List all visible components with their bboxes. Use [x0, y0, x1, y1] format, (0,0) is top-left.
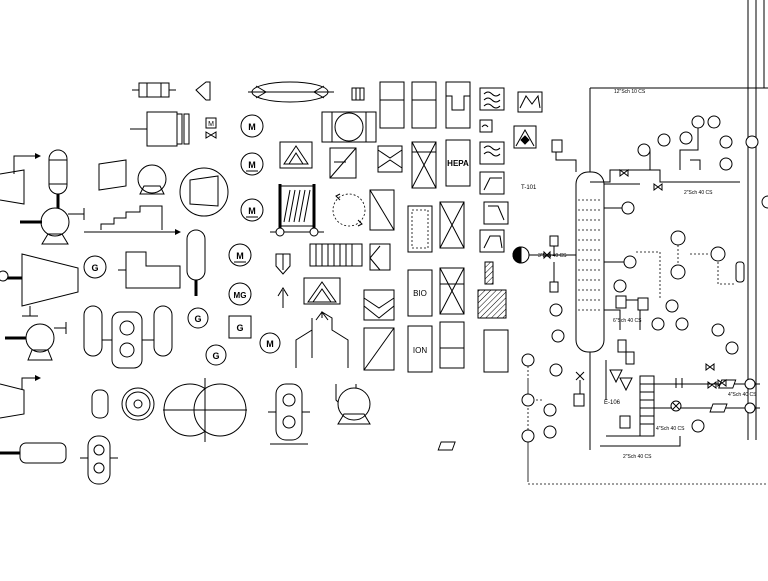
line-label-right: 4"Sch 40 CS	[728, 392, 757, 398]
split-column-icon	[295, 311, 349, 368]
motor-letter: M	[248, 160, 256, 170]
agitator-line-icon	[248, 81, 334, 103]
horizontal-drum-icon	[0, 442, 67, 464]
line-label-feed: 3"Sch 40 CS	[538, 253, 567, 259]
filter-ion-label: ION	[413, 346, 427, 355]
filter-hepa-label: HEPA	[447, 159, 469, 168]
column-tag-label: T-101	[521, 185, 537, 191]
filter-column-1	[363, 81, 405, 371]
stepped-conveyor-icon	[84, 205, 181, 235]
twin-roller-icon	[163, 378, 247, 442]
motor-double-underline-icon: M	[240, 198, 264, 222]
pid-drawing: 12"Sch 10 CS T-101 2"Sch 40 CS	[437, 0, 768, 485]
compressor-turbine-icon	[179, 167, 229, 217]
filter-column-3: HEPA	[439, 81, 471, 369]
column-small-icon	[80, 435, 118, 485]
line-label-side: 6"Sch 40 CS	[613, 318, 642, 324]
pointed-vessel-icon	[335, 384, 371, 425]
cross-diagonal-icon	[329, 147, 357, 179]
filter-column-4	[477, 87, 509, 373]
generator-letter: G	[236, 323, 243, 333]
motor-icon: M	[240, 114, 264, 138]
horizontal-pump-icon	[5, 322, 67, 361]
column-trays	[578, 199, 602, 311]
motor-underline-icon: M	[240, 152, 264, 176]
motor-letter: M	[266, 339, 274, 349]
line-label-reflux: 2"Sch 40 CS	[684, 190, 713, 196]
motor-generator-icon: MG	[228, 282, 252, 306]
exchanger-tag-label: E-106	[604, 400, 621, 406]
nozzle-icon	[195, 81, 211, 101]
filter-housing-icon	[132, 82, 176, 98]
vertical-drum-icon	[48, 149, 68, 210]
line-label-top: 12"Sch 10 CS	[614, 89, 646, 95]
impeller-wheel-icon	[121, 387, 155, 421]
boiler-icon	[118, 251, 181, 289]
small-drum-icon	[91, 389, 109, 419]
radiator-icon	[309, 243, 363, 267]
exchanger-e106	[639, 375, 655, 437]
filter-column-5	[513, 91, 543, 149]
motor-letter: M	[248, 206, 256, 216]
blower-icon	[137, 164, 167, 195]
line-label-bottom: 2"Sch 40 CS	[623, 454, 652, 460]
generator-low-icon: G	[205, 344, 227, 366]
line-label-cw: 4"Sch 40 CS	[656, 426, 685, 432]
hopper-icon	[351, 87, 365, 101]
fan-icon	[98, 159, 127, 191]
compressor-bottom-left-icon	[0, 375, 41, 419]
motor-letter: M	[208, 121, 214, 128]
turbine-compressor-icon	[0, 253, 79, 317]
mixer-box-icon	[321, 111, 377, 143]
motor-letter: M	[236, 251, 244, 261]
motor-drive-block-icon	[130, 111, 190, 147]
generator-letter: G	[91, 263, 98, 273]
generator-letter: G	[212, 351, 219, 361]
filter-column-2: BIO ION	[407, 81, 437, 373]
motor-bottom-icon: M	[259, 332, 281, 354]
triangle-box-icon	[279, 141, 313, 169]
burner-icon	[275, 253, 291, 275]
arrow-up-icon	[277, 287, 289, 308]
rotary-drum-icon	[332, 193, 366, 227]
triangle-box-lower-icon	[303, 277, 341, 305]
filter-bio-label: BIO	[413, 289, 427, 298]
cylinder-vessel-icon	[186, 229, 206, 296]
valve-motor-small-icon: M	[205, 117, 217, 139]
tank-column-icon	[268, 383, 310, 445]
generator-mid-icon: G	[187, 307, 209, 329]
tank-pair-icon	[83, 305, 173, 369]
column-t101	[575, 171, 605, 353]
heating-coil-icon	[270, 184, 324, 237]
motor-letter: M	[248, 122, 256, 132]
compressor-top-left-icon	[0, 153, 41, 205]
motor-lower-icon: M	[228, 243, 252, 267]
generator-letter: G	[194, 314, 201, 324]
generator-left-icon: G	[83, 255, 107, 279]
motor-generator-letters: MG	[234, 291, 247, 300]
generator-box-icon: G	[228, 315, 252, 339]
centrifugal-pump-icon	[20, 207, 85, 245]
